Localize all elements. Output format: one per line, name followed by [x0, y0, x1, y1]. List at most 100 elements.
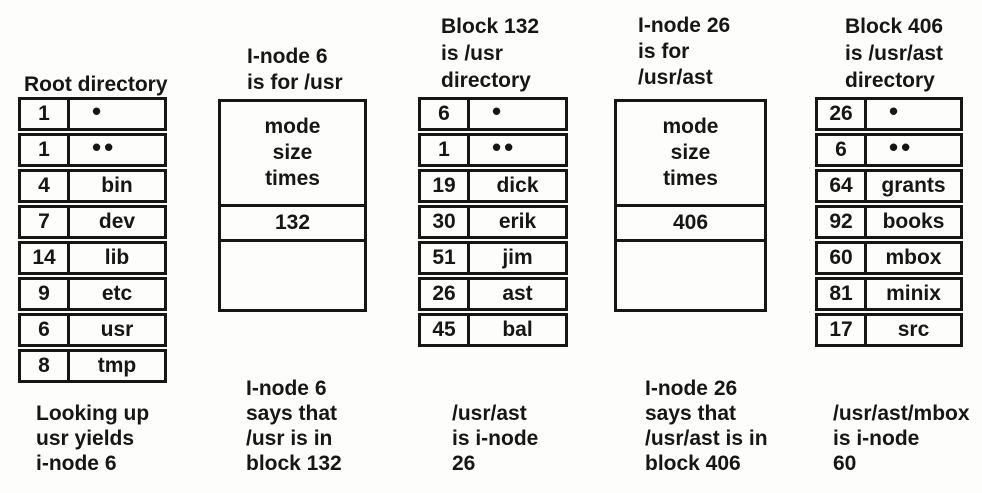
caption-line: is i-node — [833, 427, 920, 450]
entry-name-cell: mbox — [885, 245, 942, 269]
table-row: 64 grants — [815, 169, 963, 203]
inode-attributes-section: mode size times — [617, 102, 764, 207]
entry-name-cell: dick — [496, 173, 539, 197]
caption-line: /usr/ast/mbox — [833, 402, 970, 425]
inode-attributes-section: mode size times — [221, 102, 364, 207]
title-line: Block 406 — [845, 15, 944, 38]
inode-number-cell: 6 — [421, 100, 470, 128]
block132-caption: /usr/ast is i-node 26 — [452, 401, 538, 476]
caption-line: says that — [645, 402, 737, 425]
caption-line: usr yields — [36, 427, 135, 450]
inode-field: times — [265, 167, 320, 190]
caption-line: /usr/ast — [452, 402, 527, 425]
inode-number-cell: 6 — [818, 136, 867, 164]
block406-title: Block 406 is /usr/ast directory — [845, 13, 943, 94]
root-directory-table: 1 • 1 •• 4 bin 7 dev 14 lib 9 etc 6 usr … — [18, 95, 167, 385]
entry-name-cell: jim — [502, 245, 533, 269]
entry-name-cell: •• — [889, 131, 914, 162]
inode-number-cell: 1 — [421, 136, 470, 164]
entry-name-cell: tmp — [97, 353, 137, 377]
entry-name-cell: lib — [104, 245, 130, 269]
table-row: 30 erik — [418, 205, 568, 239]
inode-number-cell: 14 — [21, 244, 70, 272]
title-line: is for — [638, 40, 690, 63]
title-line: /usr/ast — [638, 66, 713, 89]
entry-name-cell: src — [897, 317, 930, 341]
table-row: 1 • — [18, 95, 167, 131]
entry-name-cell: •• — [492, 131, 517, 162]
inode6-title: I-node 6 is for /usr — [247, 44, 343, 96]
caption-line: Looking up — [36, 402, 150, 425]
entry-name-cell: • — [92, 95, 105, 126]
inode6-box: mode size times 132 — [218, 99, 367, 312]
table-row: 9 etc — [18, 277, 167, 311]
entry-name-cell: grants — [881, 173, 946, 197]
table-row: 8 tmp — [18, 349, 167, 383]
entry-name-cell: erik — [498, 209, 537, 233]
inode-number-cell: 17 — [818, 316, 867, 344]
inode-number-cell: 9 — [21, 280, 70, 308]
block406-table: 26 • 6 •• 64 grants 92 books 60 mbox 81 … — [815, 95, 963, 349]
title-line: is /usr/ast — [845, 42, 944, 65]
inode-number-cell: 26 — [421, 280, 470, 308]
caption-line: is i-node — [452, 427, 539, 450]
caption-line: i-node 6 — [36, 452, 117, 475]
inode-block-pointer: 406 — [617, 207, 764, 242]
inode-number-cell: 4 — [21, 172, 70, 200]
entry-name-cell: minix — [886, 281, 941, 305]
entry-name-cell: etc — [101, 281, 133, 305]
title-line: is /usr — [441, 42, 503, 65]
entry-name-cell: • — [492, 95, 505, 126]
inode-empty-section — [221, 242, 364, 309]
inode-number-cell: 19 — [421, 172, 470, 200]
inode26-title: I-node 26 is for /usr/ast — [638, 13, 730, 91]
inode-empty-section — [617, 242, 764, 309]
table-row: 51 jim — [418, 241, 568, 275]
block132-title: Block 132 is /usr directory — [441, 13, 539, 94]
table-row: 4 bin — [18, 169, 167, 203]
inode-number-cell: 1 — [21, 136, 70, 164]
root-directory-caption: Looking up usr yields i-node 6 — [36, 401, 149, 476]
inode-number-cell: 1 — [21, 100, 70, 128]
inode-block-pointer: 132 — [221, 207, 364, 242]
block132-table: 6 • 1 •• 19 dick 30 erik 51 jim 26 ast 4… — [418, 95, 568, 349]
inode-field: times — [663, 167, 718, 190]
inode-number-cell: 51 — [421, 244, 470, 272]
entry-name-cell: books — [882, 209, 945, 233]
table-row: 92 books — [815, 205, 963, 239]
table-row: 19 dick — [418, 169, 568, 203]
table-row: 6 • — [418, 95, 568, 131]
inode26-caption: I-node 26 says that /usr/ast is in block… — [645, 376, 768, 476]
inode6-caption: I-node 6 says that /usr is in block 132 — [246, 376, 342, 476]
inode-number-cell: 60 — [818, 244, 867, 272]
table-row: 1 •• — [18, 131, 167, 167]
inode-number-cell: 7 — [21, 208, 70, 236]
table-row: 45 bal — [418, 313, 568, 347]
title-line: is for /usr — [247, 71, 343, 94]
entry-name-cell: ast — [502, 281, 533, 305]
inode-field: mode — [662, 115, 719, 138]
inode-number-cell: 64 — [818, 172, 867, 200]
caption-line: block 406 — [645, 452, 741, 475]
caption-line: 60 — [833, 452, 857, 475]
caption-line: I-node 6 — [246, 377, 327, 400]
entry-name-cell: •• — [92, 131, 117, 162]
inode26-box: mode size times 406 — [614, 99, 767, 312]
caption-line: block 132 — [246, 452, 342, 475]
inode-number-cell: 8 — [21, 352, 70, 380]
table-row: 6 usr — [18, 313, 167, 347]
caption-line: /usr/ast is in — [645, 427, 768, 450]
table-row: 17 src — [815, 313, 963, 347]
inode-number-cell: 6 — [21, 316, 70, 344]
entry-name-cell: bal — [502, 317, 533, 341]
inode-field: mode — [264, 115, 321, 138]
title-line: Block 132 — [441, 15, 540, 38]
table-row: 6 •• — [815, 131, 963, 167]
inode-number-cell: 92 — [818, 208, 867, 236]
table-row: 26 ast — [418, 277, 568, 311]
caption-line: 26 — [452, 452, 476, 475]
entry-name-cell: usr — [100, 317, 134, 341]
entry-name-cell: • — [889, 95, 902, 126]
table-row: 60 mbox — [815, 241, 963, 275]
